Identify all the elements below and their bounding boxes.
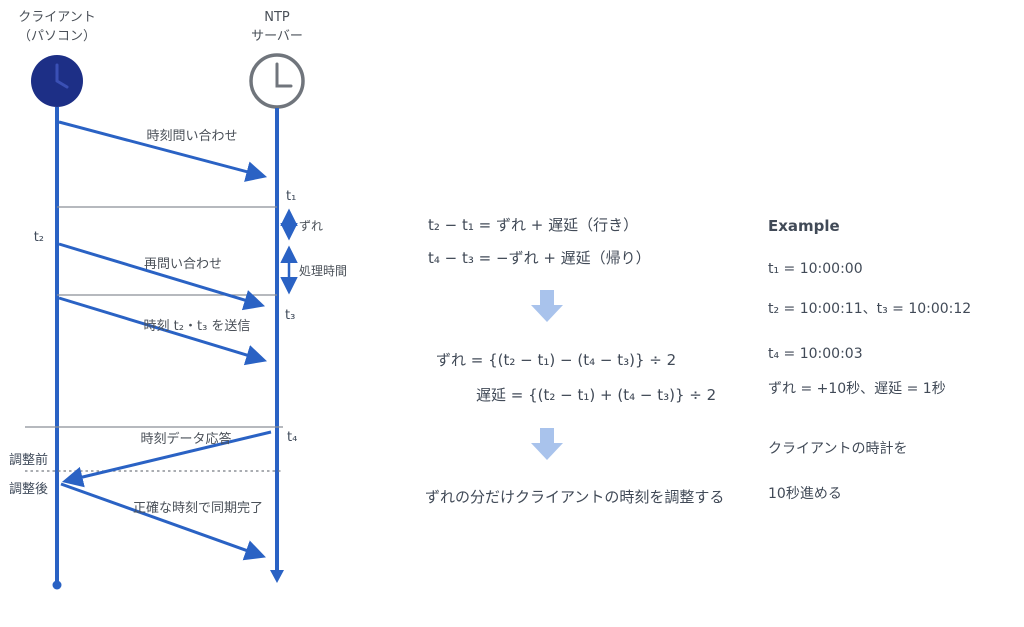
processing-measure-label: 処理時間: [299, 264, 347, 278]
example-line-1: t₁ = 10:00:00: [768, 261, 863, 277]
arrow-send-times: [58, 296, 268, 366]
arrow-repoll: [58, 242, 266, 311]
formula-step1-line2: t₄ − t₃ = −ずれ + 遅延（帰り）: [428, 249, 651, 267]
timestamp-t1: t₁: [286, 189, 296, 204]
example-line-3: t₄ = 10:00:03: [768, 346, 863, 362]
clock-icon-outline: [249, 53, 305, 109]
server-lifeline-end-arrow: [270, 570, 284, 583]
timestamp-t2: t₂: [34, 230, 44, 245]
example-line-6: 10秒進める: [768, 486, 842, 502]
formula-step2-line2: 遅延 = {(t₂ − t₁) + (t₄ − t₃)} ÷ 2: [476, 386, 716, 404]
server-label-line2: サーバー: [251, 29, 303, 44]
down-arrow-icon-1: [531, 290, 563, 322]
timestamp-t3: t₃: [285, 308, 295, 323]
client-lifeline-end: [52, 580, 62, 590]
formula-step1-line1: t₂ − t₁ = ずれ + 遅延（行き）: [428, 216, 638, 234]
arrow-time-request-label: 時刻問い合わせ: [146, 129, 237, 144]
formula-step2-line1: ずれ = {(t₂ − t₁) − (t₄ − t₃)} ÷ 2: [436, 351, 676, 369]
arrow-response: [61, 430, 272, 488]
arrow-time-request: [58, 120, 268, 182]
adjust-before-label: 調整前: [9, 452, 48, 468]
example-line-4: ずれ = +10秒、遅延 = 1秒: [768, 381, 946, 397]
adjust-after-label: 調整後: [9, 482, 48, 497]
client-label-line2: （パソコン）: [18, 29, 96, 44]
clock-icon-filled: [31, 55, 83, 107]
timestamp-t4: t₄: [287, 430, 297, 445]
offset-measure-label: ずれ: [299, 219, 323, 233]
arrow-synced-label: 正確な時刻で同期完了: [133, 500, 263, 516]
arrow-send-times-label: 時刻 t₂・t₃ を送信: [144, 319, 251, 334]
server-label-line1: NTP: [264, 10, 290, 25]
down-arrow-icon-2: [531, 428, 563, 460]
example-line-5: クライアントの時計を: [768, 441, 907, 457]
example-title: Example: [768, 217, 840, 235]
example-line-2: t₂ = 10:00:11、t₃ = 10:00:12: [768, 301, 971, 317]
arrow-response-label: 時刻データ応答: [140, 431, 231, 447]
client-label-line1: クライアント: [18, 10, 95, 25]
arrow-synced: [60, 482, 266, 561]
conclusion-text: ずれの分だけクライアントの時刻を調整する: [425, 488, 724, 506]
arrow-repoll-label: 再問い合わせ: [144, 257, 222, 272]
